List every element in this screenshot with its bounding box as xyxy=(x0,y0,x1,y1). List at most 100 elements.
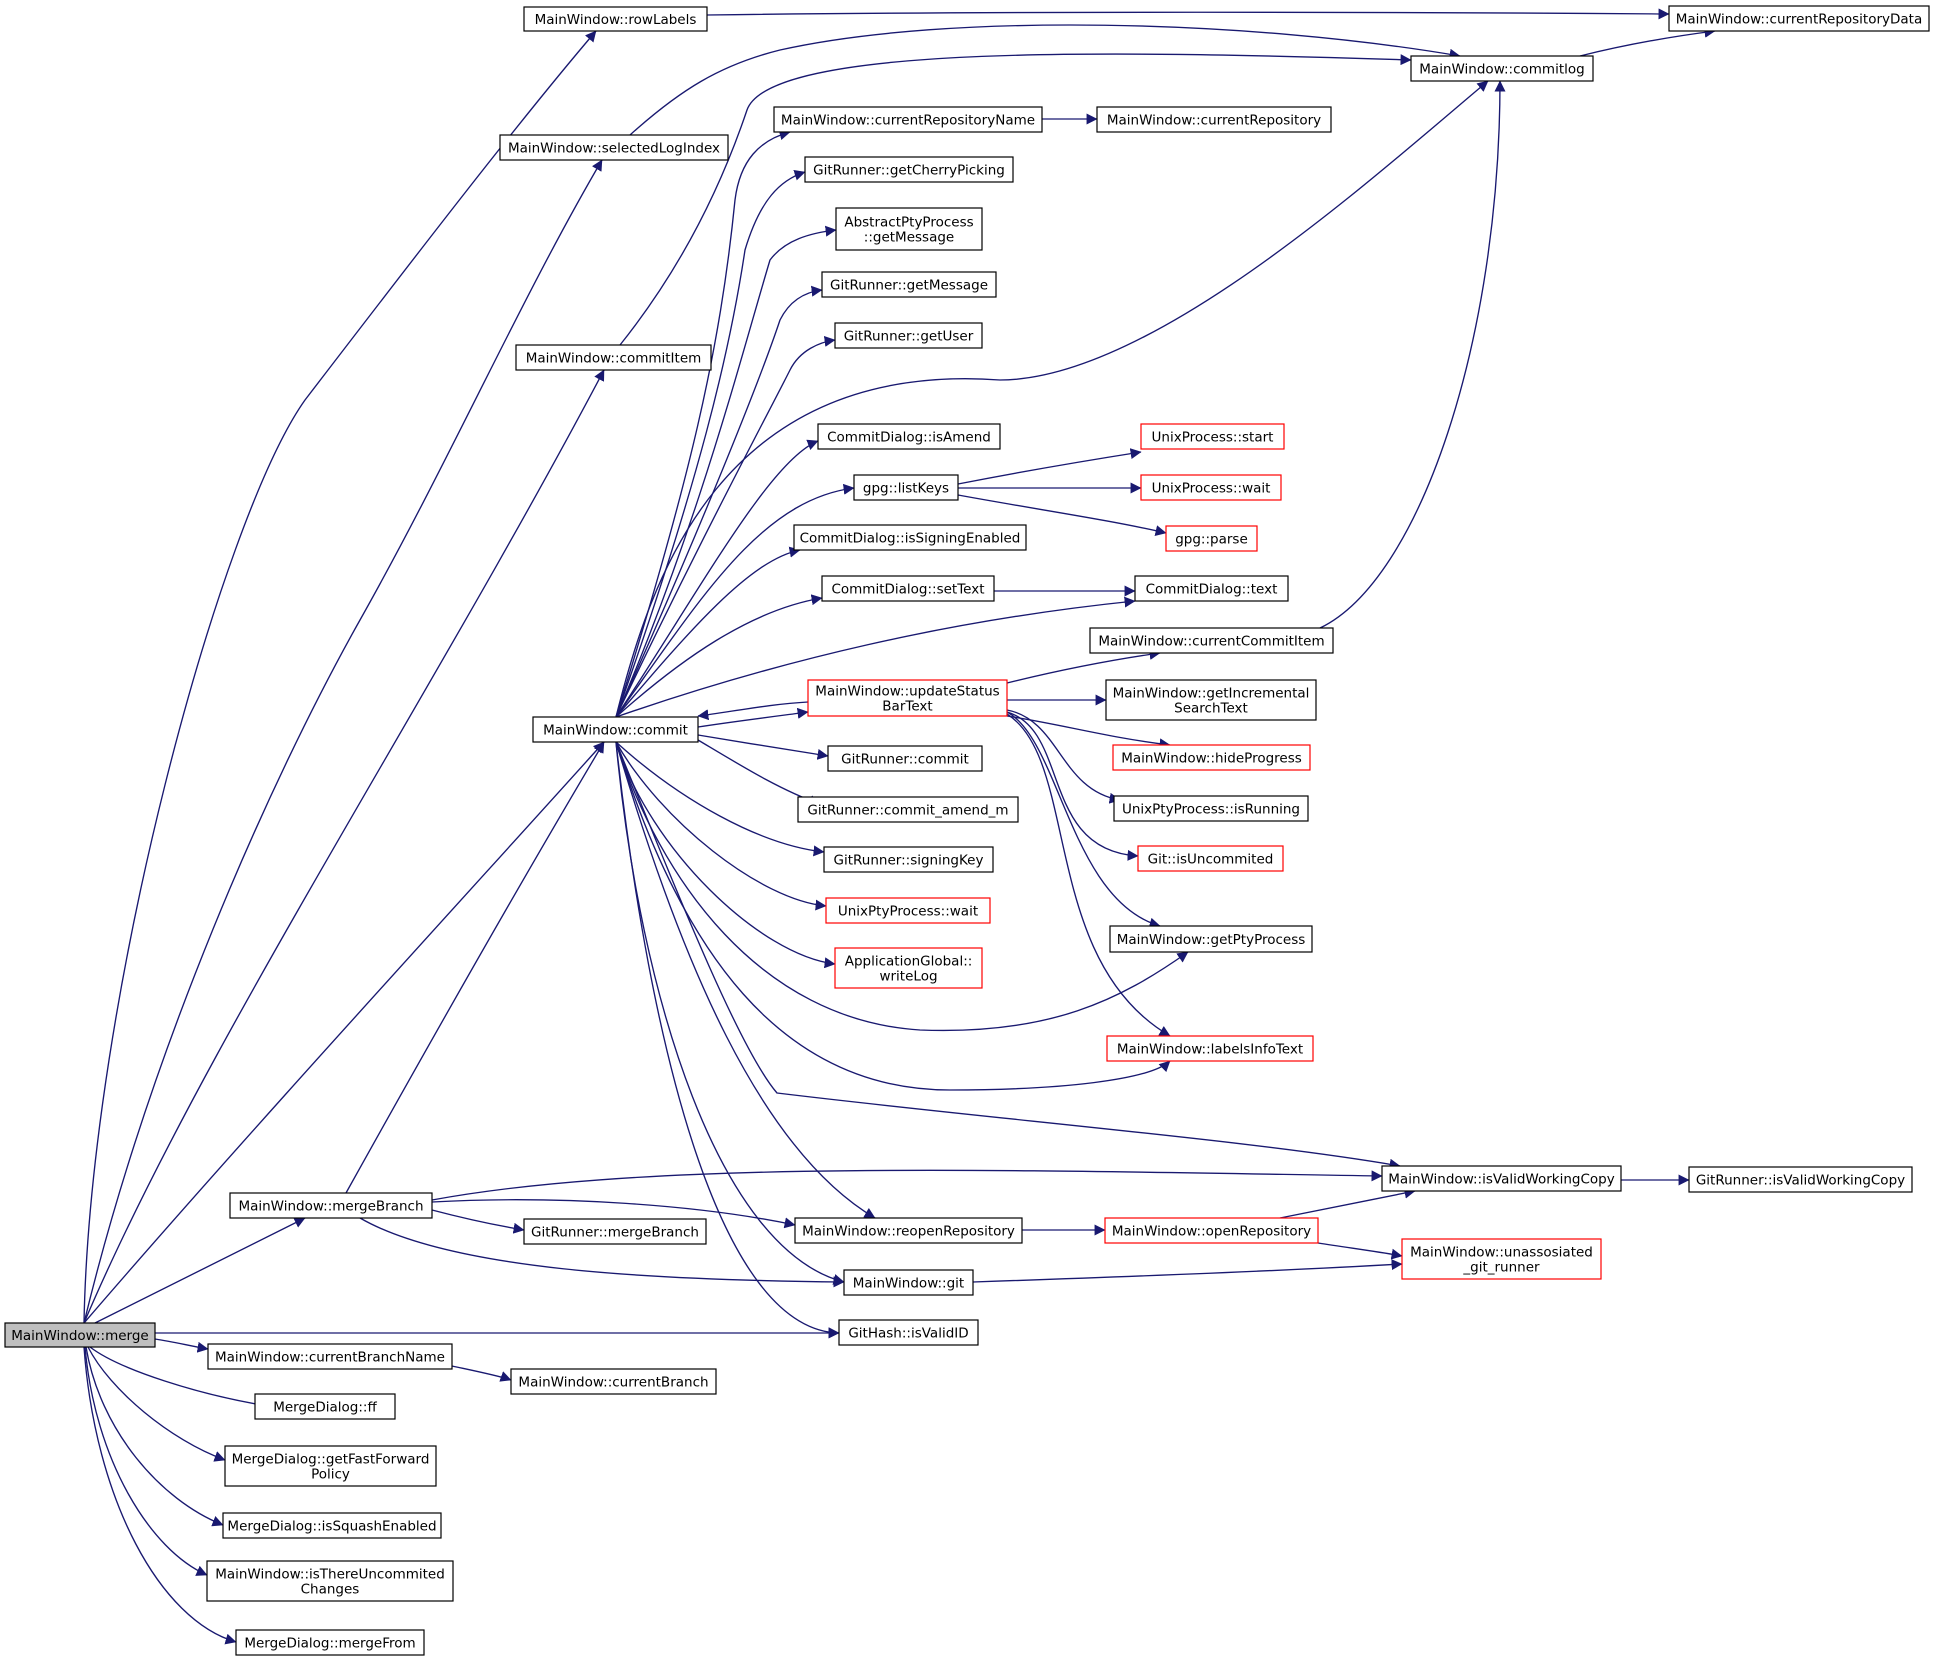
node-labelsInfoText[interactable]: MainWindow::labelsInfoText xyxy=(1106,1035,1314,1062)
node-box xyxy=(825,897,991,924)
edge-path xyxy=(615,741,836,969)
node-grMergeBranch[interactable]: GitRunner::mergeBranch xyxy=(523,1218,707,1245)
node-grGetMessage[interactable]: GitRunner::getMessage xyxy=(821,271,997,298)
node-getPtyProcess[interactable]: MainWindow::getPtyProcess xyxy=(1109,925,1313,953)
node-currentRepository[interactable]: MainWindow::currentRepository xyxy=(1096,106,1332,133)
node-signingKey[interactable]: GitRunner::signingKey xyxy=(823,846,994,873)
node-mergeBranch[interactable]: MainWindow::mergeBranch xyxy=(229,1192,433,1219)
edge-commit-to-writeLog xyxy=(615,741,836,969)
node-setText[interactable]: CommitDialog::setText xyxy=(821,575,995,602)
node-grCommit[interactable]: GitRunner::commit xyxy=(827,745,983,772)
node-commitAmendM[interactable]: GitRunner::commit_amend_m xyxy=(797,796,1019,823)
node-isRunning[interactable]: UnixPtyProcess::isRunning xyxy=(1113,795,1309,822)
node-currentCommitItem[interactable]: MainWindow::currentCommitItem xyxy=(1089,627,1334,654)
edge-path xyxy=(83,1346,237,1645)
edge-path xyxy=(615,546,801,718)
node-label: GitRunner::getMessage xyxy=(830,278,988,294)
node-aptyGetMessage[interactable]: AbstractPtyProcess::getMessage xyxy=(835,207,983,251)
node-label: CommitDialog::setText xyxy=(831,582,984,598)
node-label: MainWindow::getPtyProcess xyxy=(1117,932,1306,948)
node-label: MainWindow::currentRepositoryData xyxy=(1676,12,1923,28)
node-box xyxy=(834,322,983,349)
edge-path xyxy=(85,1346,224,1527)
node-getCherryPicking[interactable]: GitRunner::getCherryPicking xyxy=(804,156,1014,183)
node-selectedLogIndex[interactable]: MainWindow::selectedLogIndex xyxy=(499,134,729,161)
node-label: GitRunner::isValidWorkingCopy xyxy=(1696,1173,1905,1189)
node-reopenRepository[interactable]: MainWindow::reopenRepository xyxy=(794,1217,1023,1244)
edge-openRepository-to-isValidWorkingCopy xyxy=(1279,1187,1416,1219)
node-getUser[interactable]: GitRunner::getUser xyxy=(834,322,983,349)
node-box xyxy=(1410,55,1594,82)
edge-updateStatusBarText-to-labelsInfoText xyxy=(1006,713,1171,1037)
node-currentRepositoryName[interactable]: MainWindow::currentRepositoryName xyxy=(773,106,1043,133)
node-merge[interactable]: MainWindow::merge xyxy=(4,1322,156,1348)
node-rowLabels[interactable]: MainWindow::rowLabels xyxy=(523,6,708,32)
node-label: MainWindow::getIncremental xyxy=(1113,686,1310,702)
edge-path xyxy=(1006,711,1139,861)
edge-commit-to-commitAmendM xyxy=(697,739,821,806)
node-currentRepositoryData[interactable]: MainWindow::currentRepositoryData xyxy=(1668,5,1930,32)
node-label: MergeDialog::mergeFrom xyxy=(244,1636,415,1652)
edge-path xyxy=(697,739,821,806)
node-box xyxy=(1401,1238,1602,1280)
edge-path xyxy=(89,1346,269,1410)
node-label: _git_runner xyxy=(1462,1260,1540,1276)
node-isAmend[interactable]: CommitDialog::isAmend xyxy=(817,423,1001,450)
node-isValidID[interactable]: GitHash::isValidID xyxy=(838,1319,979,1346)
node-writeLog[interactable]: ApplicationGlobal::writeLog xyxy=(834,947,983,989)
node-mwGit[interactable]: MainWindow::git xyxy=(843,1269,974,1296)
node-isValidWorkingCopy[interactable]: MainWindow::isValidWorkingCopy xyxy=(1381,1165,1622,1192)
edge-path xyxy=(431,1169,1383,1201)
node-unassosiated[interactable]: MainWindow::unassosiated_git_runner xyxy=(1401,1238,1602,1280)
edge-commitItem-to-commitlog xyxy=(619,53,1412,346)
node-ff[interactable]: MergeDialog::ff xyxy=(254,1393,396,1420)
node-commitItem[interactable]: MainWindow::commitItem xyxy=(515,344,712,371)
node-box xyxy=(1668,5,1930,32)
edge-path xyxy=(94,1217,306,1324)
node-commitlog[interactable]: MainWindow::commitlog xyxy=(1410,55,1594,82)
edge-path xyxy=(1279,1187,1416,1219)
node-box xyxy=(4,1322,156,1348)
node-grIsValidWorkingCopy[interactable]: GitRunner::isValidWorkingCopy xyxy=(1688,1166,1913,1193)
node-openRepository[interactable]: MainWindow::openRepository xyxy=(1104,1217,1319,1244)
node-cdText[interactable]: CommitDialog::text xyxy=(1134,575,1289,602)
node-isUncommited[interactable]: Git::isUncommited xyxy=(1137,845,1284,872)
node-commit[interactable]: MainWindow::commit xyxy=(532,716,699,743)
edge-commit-to-isAmend xyxy=(615,439,819,718)
edge-commit-to-cdText xyxy=(615,596,1136,718)
node-upWait[interactable]: UnixProcess::wait xyxy=(1140,474,1282,501)
node-currentBranchName[interactable]: MainWindow::currentBranchName xyxy=(207,1343,453,1370)
node-upStart[interactable]: UnixProcess::start xyxy=(1140,423,1285,450)
node-label: GitRunner::signingKey xyxy=(834,853,984,869)
node-currentBranch[interactable]: MainWindow::currentBranch xyxy=(510,1368,717,1395)
node-label: MergeDialog::isSquashEnabled xyxy=(227,1519,436,1535)
node-isSigningEnabled[interactable]: CommitDialog::isSigningEnabled xyxy=(793,524,1027,551)
node-hideProgress[interactable]: MainWindow::hideProgress xyxy=(1112,744,1311,771)
node-label: MainWindow::updateStatus xyxy=(815,684,999,700)
node-label: MainWindow::rowLabels xyxy=(535,12,697,28)
node-box xyxy=(1134,575,1289,602)
node-uptyWait[interactable]: UnixPtyProcess::wait xyxy=(825,897,991,924)
node-box xyxy=(838,1319,979,1346)
node-label: UnixPtyProcess::wait xyxy=(838,904,978,920)
edge-rowLabels-to-currentRepositoryData xyxy=(706,8,1670,20)
node-isSquashEnabled[interactable]: MergeDialog::isSquashEnabled xyxy=(222,1512,442,1539)
edge-path xyxy=(1319,80,1506,629)
node-box xyxy=(827,745,983,772)
node-label: BarText xyxy=(882,699,932,715)
node-listKeys[interactable]: gpg::listKeys xyxy=(853,474,959,501)
edge-path xyxy=(957,494,1167,536)
edge-path xyxy=(345,741,605,1194)
edge-path xyxy=(615,80,1489,718)
node-box xyxy=(1137,845,1284,872)
edge-openRepository-to-unassosiated xyxy=(1317,1242,1403,1260)
node-box xyxy=(229,1192,433,1219)
node-mergeFrom[interactable]: MergeDialog::mergeFrom xyxy=(235,1629,425,1656)
edge-commit-to-getCherryPicking xyxy=(615,169,806,718)
edge-path xyxy=(615,741,827,911)
node-gpgParse[interactable]: gpg::parse xyxy=(1165,525,1258,552)
